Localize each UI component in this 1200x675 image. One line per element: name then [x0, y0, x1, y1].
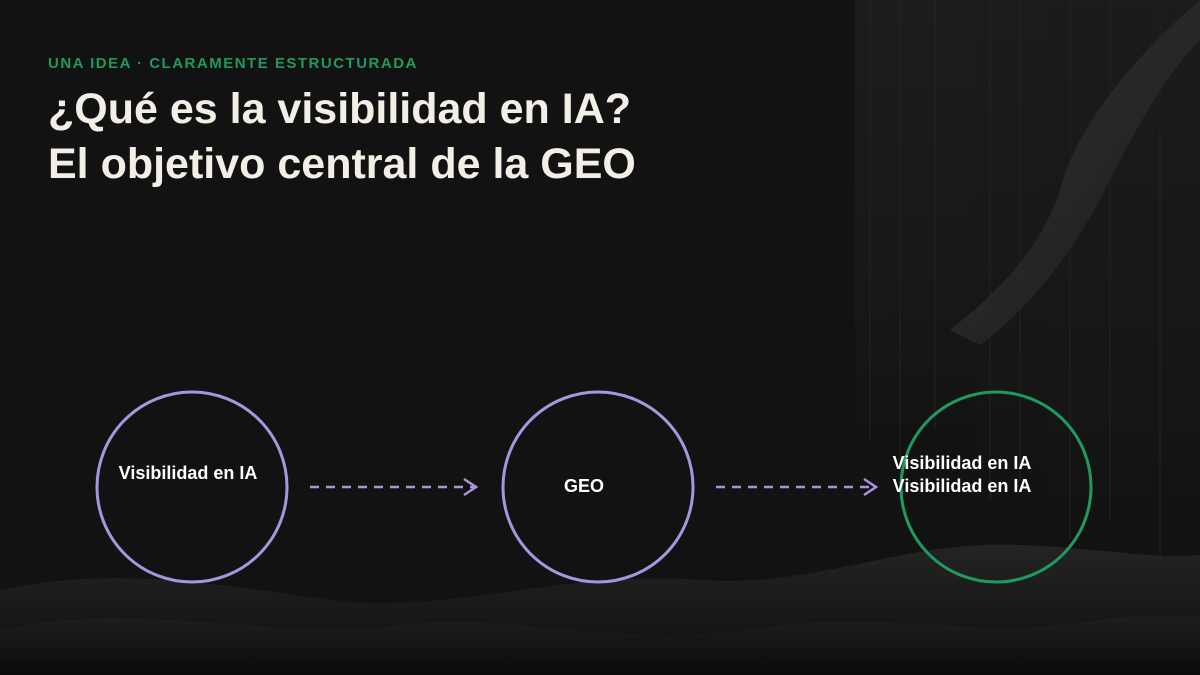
node-circle-result [899, 390, 1093, 584]
title-line-2: El objetivo central de la GEO [48, 140, 636, 188]
node-label-visibilidad: Visibilidad en IA [118, 463, 258, 483]
eyebrow-label: UNA IDEA · CLARAMENTE ESTRUCTURADA [48, 55, 418, 72]
bg-wave [0, 615, 1200, 675]
arrow-1 [310, 477, 479, 497]
bg-ribbon [950, 0, 1200, 345]
bg-column [855, 0, 975, 470]
page-title: ¿Qué es la visibilidad en IA? El objetiv… [48, 82, 636, 192]
node-label-result: Visibilidad en IA Visibilidad en IA [892, 453, 1032, 496]
node-circle-visibilidad [95, 390, 289, 584]
title-line-1: ¿Qué es la visibilidad en IA? [48, 85, 632, 133]
node-circle-geo [501, 390, 695, 584]
arrow-2 [716, 477, 879, 497]
node-label-geo: GEO [563, 476, 604, 496]
